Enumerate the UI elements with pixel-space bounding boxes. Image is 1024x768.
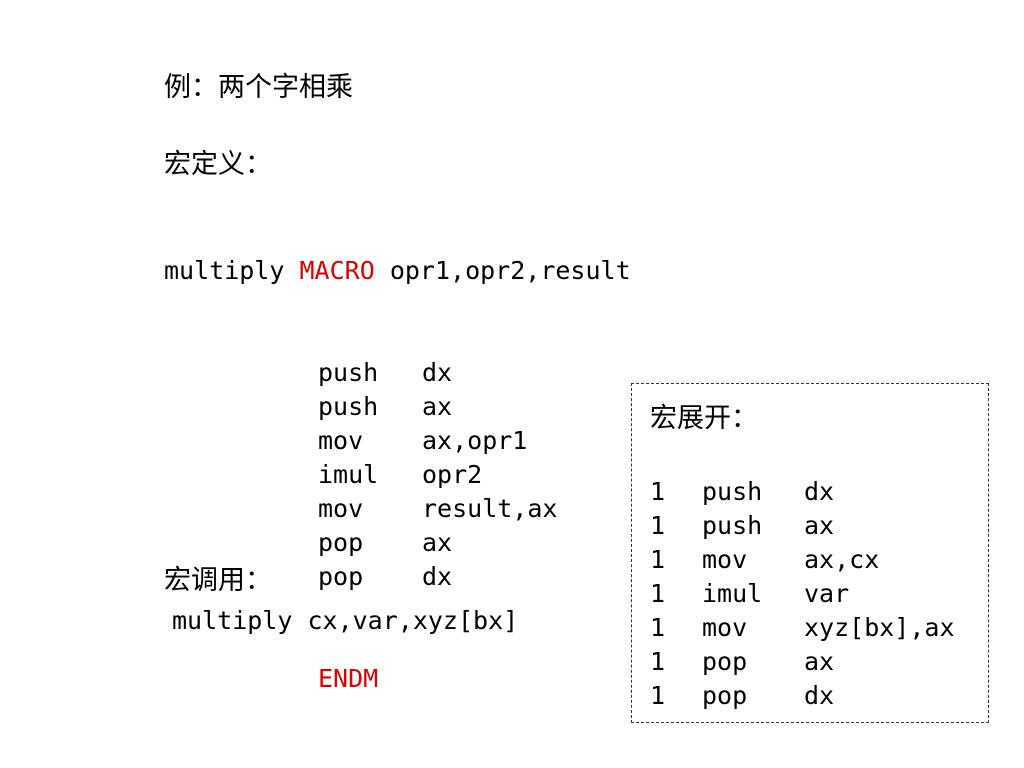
instruction-op: pop <box>702 647 748 676</box>
expansion-line: 1 push dx <box>650 475 955 509</box>
macro-end-keyword: ENDM <box>318 664 379 693</box>
instruction-op: push <box>702 511 763 540</box>
instruction-arg: opr2 <box>422 460 483 489</box>
expansion-line: 1 mov xyz[bx],ax <box>650 611 955 645</box>
instruction-arg: ax <box>422 392 453 421</box>
instruction-op: mov <box>702 545 748 574</box>
macro-expansion-box: 宏展开： 1 push dx 1 push ax 1 mov ax,cx 1 imul var 1 mov… <box>631 383 989 723</box>
expansion-line: 1 mov ax,cx <box>650 543 955 577</box>
macro-header-line: multiply MACRO opr1,opr2,result <box>164 254 631 288</box>
macro-body-line: push ax <box>164 390 631 424</box>
instruction-arg: ax <box>804 511 835 540</box>
expansion-level: 1 <box>650 579 666 608</box>
expansion-line: 1 push ax <box>650 509 955 543</box>
instruction-arg: dx <box>422 562 453 591</box>
instruction-arg: ax,opr1 <box>422 426 528 455</box>
macro-body-line: push dx <box>164 356 631 390</box>
macro-call-line: multiply cx,var,xyz[bx] <box>172 606 519 635</box>
macro-body: push dx push ax mov ax,opr1 imul opr2 mov result,… <box>164 356 631 594</box>
instruction-arg: dx <box>804 477 835 506</box>
macro-call-heading: 宏调用： <box>164 565 272 596</box>
instruction-arg: ax <box>422 528 453 557</box>
macro-expansion-code: 1 push dx 1 push ax 1 mov ax,cx 1 imul var 1 mov xyz[b… <box>650 475 955 713</box>
expansion-line: 1 imul var <box>650 577 955 611</box>
instruction-arg: ax,cx <box>804 545 880 574</box>
macro-params: opr1,opr2,result <box>389 256 631 285</box>
expansion-line: 1 pop dx <box>650 679 955 713</box>
expansion-level: 1 <box>650 681 666 710</box>
macro-body-line: imul opr2 <box>164 458 631 492</box>
expansion-level: 1 <box>650 613 666 642</box>
macro-keyword: MACRO <box>299 256 375 285</box>
instruction-arg: dx <box>422 358 453 387</box>
instruction-arg: ax <box>804 647 835 676</box>
expansion-level: 1 <box>650 477 666 506</box>
instruction-arg: result,ax <box>422 494 558 523</box>
instruction-op: push <box>318 392 379 421</box>
macro-definition-heading: 宏定义： <box>164 149 272 180</box>
macro-body-line: mov result,ax <box>164 492 631 526</box>
macro-body-line: pop ax <box>164 526 631 560</box>
macro-body-line: pop dx <box>164 560 631 594</box>
instruction-op: pop <box>318 562 364 591</box>
instruction-op: mov <box>318 426 364 455</box>
macro-end-line: ENDM <box>164 662 631 696</box>
instruction-op: pop <box>702 681 748 710</box>
instruction-op: pop <box>318 528 364 557</box>
instruction-op: mov <box>702 613 748 642</box>
instruction-arg: var <box>804 579 850 608</box>
instruction-arg: xyz[bx],ax <box>804 613 955 642</box>
expansion-line: 1 pop ax <box>650 645 955 679</box>
macro-body-line: mov ax,opr1 <box>164 424 631 458</box>
page-title: 例：两个字相乘 <box>164 72 353 103</box>
instruction-op: imul <box>702 579 763 608</box>
instruction-op: imul <box>318 460 379 489</box>
instruction-op: mov <box>318 494 364 523</box>
macro-name: multiply <box>164 256 285 285</box>
expansion-level: 1 <box>650 647 666 676</box>
instruction-op: push <box>702 477 763 506</box>
instruction-op: push <box>318 358 379 387</box>
macro-expansion-heading: 宏展开： <box>650 403 758 434</box>
expansion-level: 1 <box>650 511 666 540</box>
instruction-arg: dx <box>804 681 835 710</box>
expansion-level: 1 <box>650 545 666 574</box>
